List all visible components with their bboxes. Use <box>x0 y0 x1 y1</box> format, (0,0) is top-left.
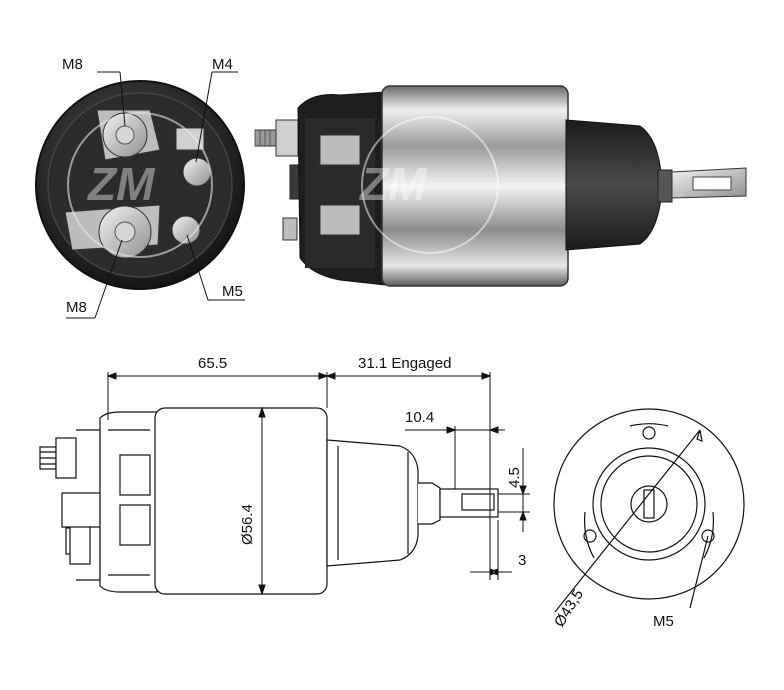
side-view-drawing <box>39 407 499 595</box>
dim-tab-length: 10.4 <box>405 409 434 426</box>
front-view-drawing <box>553 408 745 613</box>
svg-text:ZM: ZM <box>86 158 156 210</box>
svg-text:ZM: ZM <box>358 158 428 210</box>
end-view-callouts: M8 M4 M8 M5 <box>62 56 245 319</box>
dim-tab-width: 4.5 <box>506 467 523 488</box>
label-m5-drawing: M5 <box>653 613 674 630</box>
dim-body-diameter: Ø56.4 <box>239 504 256 545</box>
dim-overall-length: 65.5 <box>198 355 227 372</box>
side-view-photo: ZM <box>254 85 747 287</box>
label-m5-photo: M5 <box>222 283 243 300</box>
end-view-photo: ZM <box>35 80 245 290</box>
label-m8-bottom: M8 <box>66 299 87 316</box>
dim-bolt-circle: Ø43,5 <box>551 586 587 630</box>
side-view-dimensions <box>106 372 530 596</box>
label-m4: M4 <box>212 56 233 73</box>
dim-tab-thickness: 3 <box>518 552 526 569</box>
label-m8-top: M8 <box>62 56 83 73</box>
dim-engaged-travel: 31.1 Engaged <box>358 355 451 372</box>
